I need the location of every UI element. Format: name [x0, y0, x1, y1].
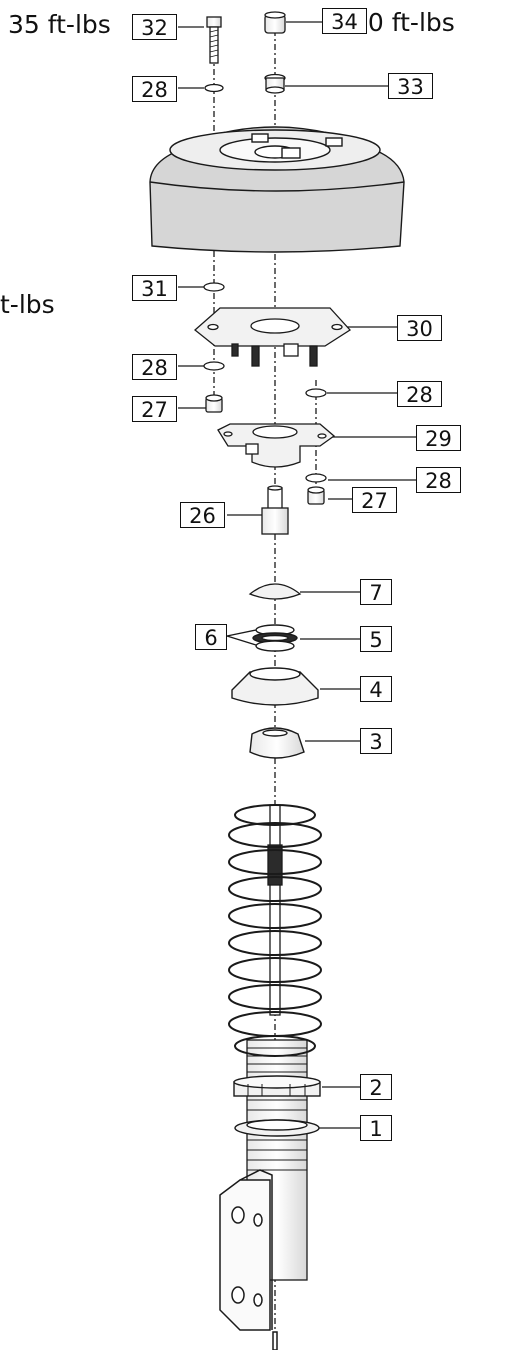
nut-27-right — [307, 486, 325, 505]
callout-26: 26 — [180, 502, 225, 528]
bump-stop-3 — [249, 727, 305, 759]
coil-spring — [228, 804, 322, 1057]
callout-27-right: 27 — [352, 487, 397, 513]
leader-lines — [178, 21, 416, 1129]
callout-7: 7 — [360, 579, 392, 605]
callout-29: 29 — [416, 425, 461, 451]
washer-28-top — [204, 83, 224, 93]
washer-28-lower-right — [305, 473, 327, 483]
callout-31: 31 — [132, 275, 177, 301]
nut-27-left — [205, 394, 223, 413]
callout-34: 34 — [322, 8, 367, 34]
thrust-bearing-5-washers-6 — [252, 624, 298, 652]
strut-tower-mount — [149, 126, 405, 253]
nut-34 — [264, 11, 286, 34]
callout-28-right: 28 — [397, 381, 442, 407]
callout-6: 6 — [195, 624, 227, 650]
washer-28-right — [305, 388, 327, 398]
callout-28-top: 28 — [132, 76, 177, 102]
callout-33: 33 — [388, 73, 433, 99]
knuckle-bracket — [219, 1169, 278, 1350]
callout-1: 1 — [360, 1115, 392, 1141]
lower-spring-seat-1 — [234, 1119, 320, 1137]
callout-3: 3 — [360, 728, 392, 754]
lock-ring-2 — [233, 1075, 321, 1097]
dust-cap-7 — [248, 583, 302, 600]
spacer-26 — [261, 485, 289, 535]
upper-spring-seat-4 — [231, 667, 319, 706]
callout-27-left: 27 — [132, 396, 177, 422]
callout-5: 5 — [360, 626, 392, 652]
washer-28-left — [203, 361, 225, 371]
washer-nut-33 — [264, 73, 286, 94]
torque-label-34: 40 ft-lbs — [352, 8, 455, 37]
callout-4: 4 — [360, 676, 392, 702]
callout-32: 32 — [132, 14, 177, 40]
torque-label-32: 35 ft-lbs — [8, 10, 111, 39]
bolt-32 — [206, 16, 222, 64]
washer-31 — [203, 282, 225, 292]
bearing-plate-29 — [217, 423, 336, 468]
callout-2: 2 — [360, 1074, 392, 1100]
mounting-plate-30 — [193, 307, 351, 367]
callout-30: 30 — [397, 315, 442, 341]
torque-label-31-partial: t-lbs — [0, 290, 55, 319]
callout-28-left: 28 — [132, 354, 177, 380]
callout-28-lower-right: 28 — [416, 467, 461, 493]
